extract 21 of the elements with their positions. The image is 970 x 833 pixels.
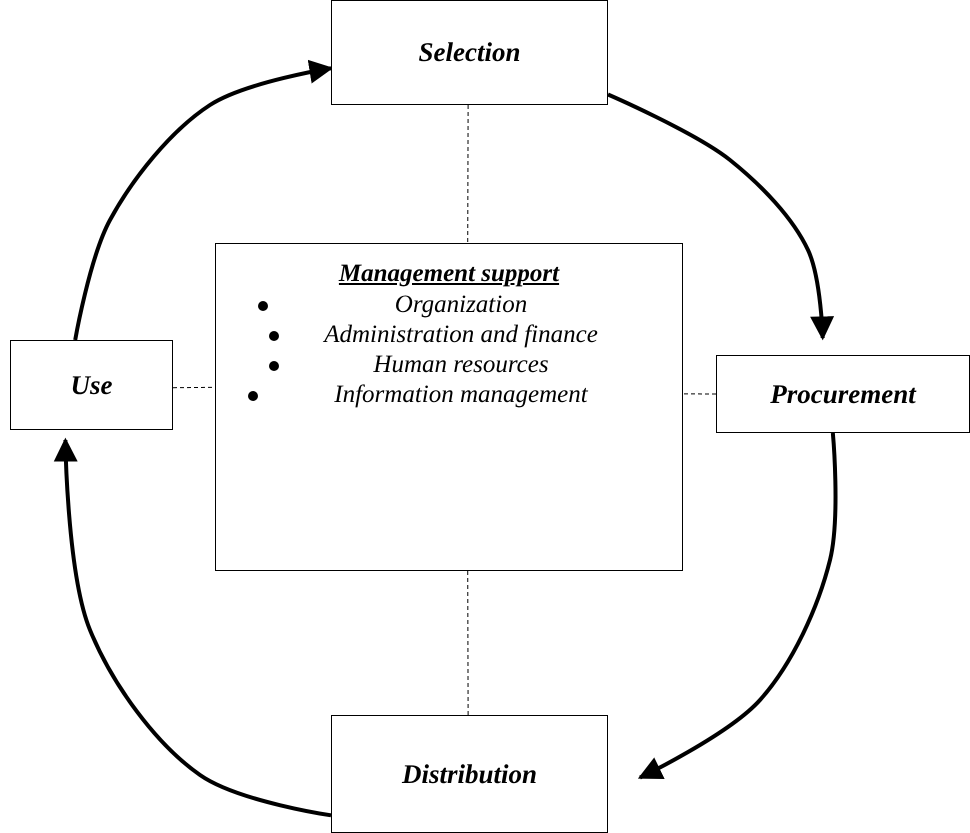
heading: Management support <box>338 260 561 288</box>
stage-box <box>331 715 608 833</box>
list-item: Organization <box>394 290 528 320</box>
arrow <box>73 60 334 340</box>
arrow <box>638 432 838 780</box>
list-item: Information management <box>333 380 590 410</box>
stage-box <box>716 355 970 433</box>
arrow <box>607 92 834 340</box>
arrow <box>54 438 332 818</box>
stage-box <box>331 0 608 105</box>
list-item: Human resources <box>372 350 550 380</box>
dashed-connector <box>682 393 716 394</box>
list-item: Administration and finance <box>322 320 599 350</box>
stage-label: Distribution <box>402 758 538 790</box>
support-box <box>215 243 683 571</box>
stage-label: Use <box>70 370 112 400</box>
dashed-connector <box>467 104 469 244</box>
stage-label: Selection <box>418 37 520 68</box>
stage-label: Procurement <box>770 378 916 410</box>
stage-box <box>10 340 173 430</box>
dashed-connector <box>467 570 469 716</box>
